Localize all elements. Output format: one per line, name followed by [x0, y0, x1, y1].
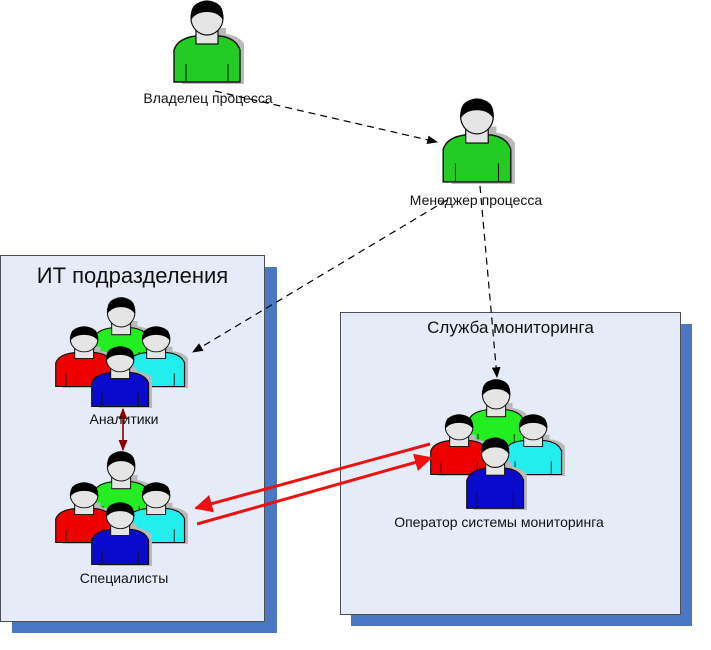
connector-owner-to-manager — [214, 90, 439, 145]
specialists-group-icon — [56, 452, 190, 566]
process-owner-person-icon — [174, 1, 246, 84]
process-manager-label: Менеджер процесса — [409, 192, 543, 208]
it-departments-title: ИТ подразделения — [36, 263, 229, 288]
connector-specialists-to-operator — [196, 453, 433, 526]
specialists-label: Специалисты — [79, 570, 169, 586]
operator-label: Оператор системы мониторинга — [394, 514, 604, 530]
connector-manager-to-operator — [479, 185, 501, 379]
process-manager-person-icon — [443, 99, 517, 184]
connector-manager-to-analysts — [192, 199, 448, 353]
monitoring-service-title: Служба мониторинга — [427, 318, 594, 337]
analysts-group-icon — [56, 298, 190, 408]
connector-operator-to-specialists — [194, 442, 431, 513]
operator-group-icon — [431, 380, 567, 510]
analysts-label: Аналитики — [89, 411, 159, 427]
process-owner-label: Владелец процесса — [143, 90, 273, 106]
